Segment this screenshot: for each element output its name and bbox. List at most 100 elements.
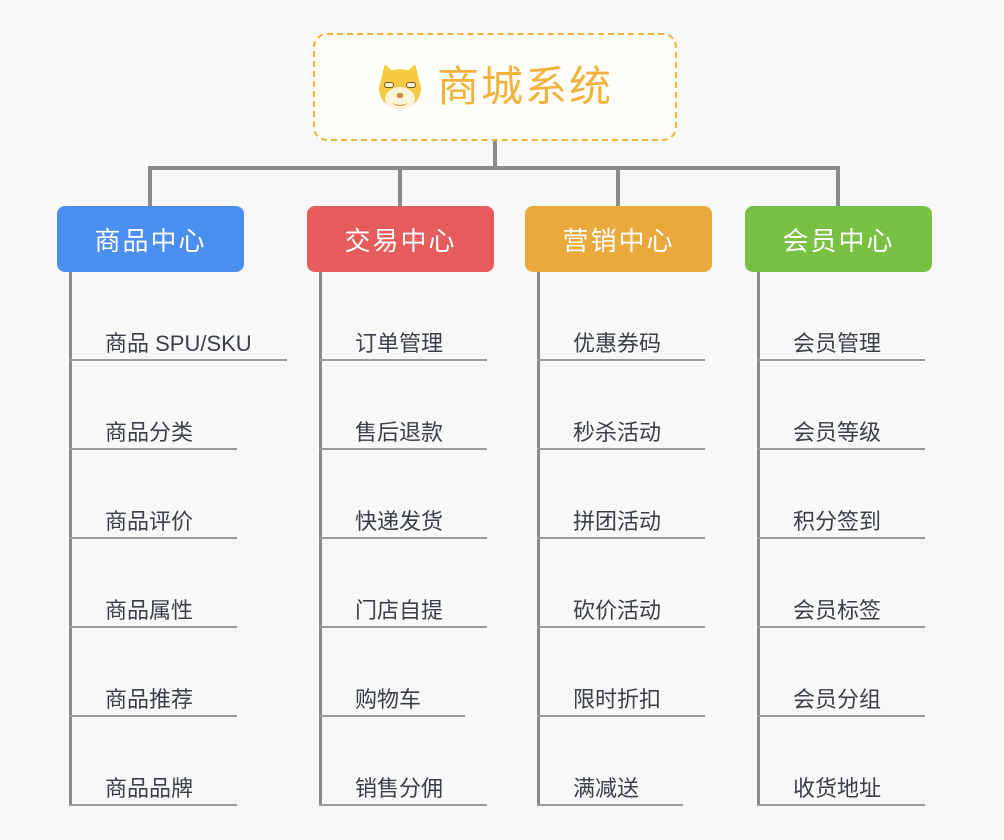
leaf-item[interactable]: 满减送 <box>537 717 712 806</box>
leaf-label: 积分签到 <box>793 509 882 534</box>
leaf-list-4: 会员管理会员等级积分签到会员标签会员分组收货地址 <box>757 272 932 806</box>
leaf-item[interactable]: 优惠券码 <box>537 272 712 361</box>
leaf-label: 商品评价 <box>105 509 194 534</box>
leaf-underline <box>537 715 705 717</box>
leaf-list-3: 优惠券码秒杀活动拼团活动砍价活动限时折扣满减送 <box>537 272 712 806</box>
branch-column-1: 商品中心商品 SPU/SKU 商品分类商品评价商品属性商品推荐商品品牌 <box>57 206 287 806</box>
leaf-item[interactable]: 门店自提 <box>319 539 494 628</box>
leaf-label: 限时折扣 <box>573 687 662 712</box>
leaf-underline <box>757 715 925 717</box>
leaf-underline <box>537 626 705 628</box>
leaf-spine <box>757 272 760 806</box>
leaf-item[interactable]: 拼团活动 <box>537 450 712 539</box>
branch-column-2: 交易中心订单管理售后退款快递发货门店自提购物车销售分佣 <box>307 206 494 806</box>
leaf-underline <box>69 626 237 628</box>
leaf-label: 商品 SPU/SKU <box>105 331 252 356</box>
leaf-item[interactable]: 收货地址 <box>757 717 932 806</box>
leaf-underline <box>537 537 705 539</box>
leaf-item[interactable]: 售后退款 <box>319 361 494 450</box>
leaf-label: 砍价活动 <box>573 598 662 623</box>
leaf-spine <box>69 272 72 806</box>
leaf-underline <box>69 537 237 539</box>
connector-drop-4 <box>836 166 840 206</box>
leaf-underline <box>537 804 683 806</box>
branch-header-2[interactable]: 交易中心 <box>307 206 494 272</box>
root-title: 商城系统 <box>436 63 613 110</box>
leaf-item[interactable]: 会员标签 <box>757 539 932 628</box>
leaf-item[interactable]: 商品属性 <box>69 539 244 628</box>
leaf-item[interactable]: 商品推荐 <box>69 628 244 717</box>
leaf-underline <box>537 448 705 450</box>
leaf-item[interactable]: 购物车 <box>319 628 494 717</box>
leaf-item[interactable]: 会员管理 <box>757 272 932 361</box>
leaf-label: 门店自提 <box>355 598 444 623</box>
connector-drop-1 <box>148 166 152 206</box>
leaf-item[interactable]: 快递发货 <box>319 450 494 539</box>
leaf-underline <box>319 715 465 717</box>
leaf-label: 售后退款 <box>355 420 444 445</box>
leaf-item[interactable]: 商品品牌 <box>69 717 244 806</box>
leaf-label: 商品属性 <box>105 598 194 623</box>
leaf-spine <box>319 272 322 806</box>
leaf-item[interactable]: 商品分类 <box>69 361 244 450</box>
leaf-label: 收货地址 <box>793 776 882 801</box>
leaf-underline <box>757 804 925 806</box>
root-node[interactable]: 商城系统 <box>313 33 677 141</box>
leaf-item[interactable]: 砍价活动 <box>537 539 712 628</box>
branch-header-label: 交易中心 <box>344 225 457 256</box>
leaf-item[interactable]: 商品评价 <box>69 450 244 539</box>
leaf-label: 优惠券码 <box>573 331 662 356</box>
leaf-item[interactable]: 限时折扣 <box>537 628 712 717</box>
shiba-dog-icon <box>376 61 424 110</box>
branch-column-4: 会员中心会员管理会员等级积分签到会员标签会员分组收货地址 <box>745 206 932 806</box>
leaf-item[interactable]: 销售分佣 <box>319 717 494 806</box>
connector-drop-3 <box>616 166 620 206</box>
leaf-item[interactable]: 订单管理 <box>319 272 494 361</box>
leaf-underline <box>69 804 237 806</box>
leaf-label: 会员分组 <box>793 687 882 712</box>
connector-root-stem <box>493 141 497 166</box>
branch-header-4[interactable]: 会员中心 <box>745 206 932 272</box>
leaf-label: 会员等级 <box>793 420 882 445</box>
leaf-label: 秒杀活动 <box>573 420 662 445</box>
leaf-label: 销售分佣 <box>355 776 444 801</box>
connector-horizontal-bus <box>150 166 838 170</box>
leaf-underline <box>319 359 487 361</box>
branch-header-1[interactable]: 商品中心 <box>57 206 244 272</box>
leaf-item[interactable]: 会员等级 <box>757 361 932 450</box>
leaf-item[interactable]: 秒杀活动 <box>537 361 712 450</box>
leaf-label: 会员标签 <box>793 598 882 623</box>
leaf-list-1: 商品 SPU/SKU 商品分类商品评价商品属性商品推荐商品品牌 <box>69 272 287 806</box>
leaf-underline <box>69 359 287 361</box>
leaf-spine <box>537 272 540 806</box>
leaf-label: 会员管理 <box>793 331 882 356</box>
leaf-underline <box>69 715 237 717</box>
leaf-label: 购物车 <box>355 687 422 712</box>
leaf-underline <box>319 448 487 450</box>
leaf-underline <box>319 537 487 539</box>
leaf-item[interactable]: 商品 SPU/SKU <box>69 272 287 361</box>
branch-header-label: 营销中心 <box>562 225 675 256</box>
branch-column-3: 营销中心优惠券码秒杀活动拼团活动砍价活动限时折扣满减送 <box>525 206 712 806</box>
leaf-underline <box>69 448 237 450</box>
leaf-underline <box>757 626 925 628</box>
leaf-underline <box>319 626 487 628</box>
leaf-underline <box>757 359 925 361</box>
leaf-label: 商品推荐 <box>105 687 194 712</box>
leaf-underline <box>757 448 925 450</box>
branch-header-label: 会员中心 <box>782 225 895 256</box>
leaf-list-2: 订单管理售后退款快递发货门店自提购物车销售分佣 <box>319 272 494 806</box>
leaf-label: 订单管理 <box>355 331 444 356</box>
leaf-label: 拼团活动 <box>573 509 662 534</box>
connector-drop-2 <box>398 166 402 206</box>
leaf-underline <box>757 537 925 539</box>
leaf-item[interactable]: 积分签到 <box>757 450 932 539</box>
leaf-underline <box>537 359 705 361</box>
branch-header-3[interactable]: 营销中心 <box>525 206 712 272</box>
leaf-underline <box>319 804 487 806</box>
leaf-label: 商品分类 <box>105 420 194 445</box>
leaf-item[interactable]: 会员分组 <box>757 628 932 717</box>
leaf-label: 商品品牌 <box>105 776 194 801</box>
leaf-label: 快递发货 <box>355 509 444 534</box>
